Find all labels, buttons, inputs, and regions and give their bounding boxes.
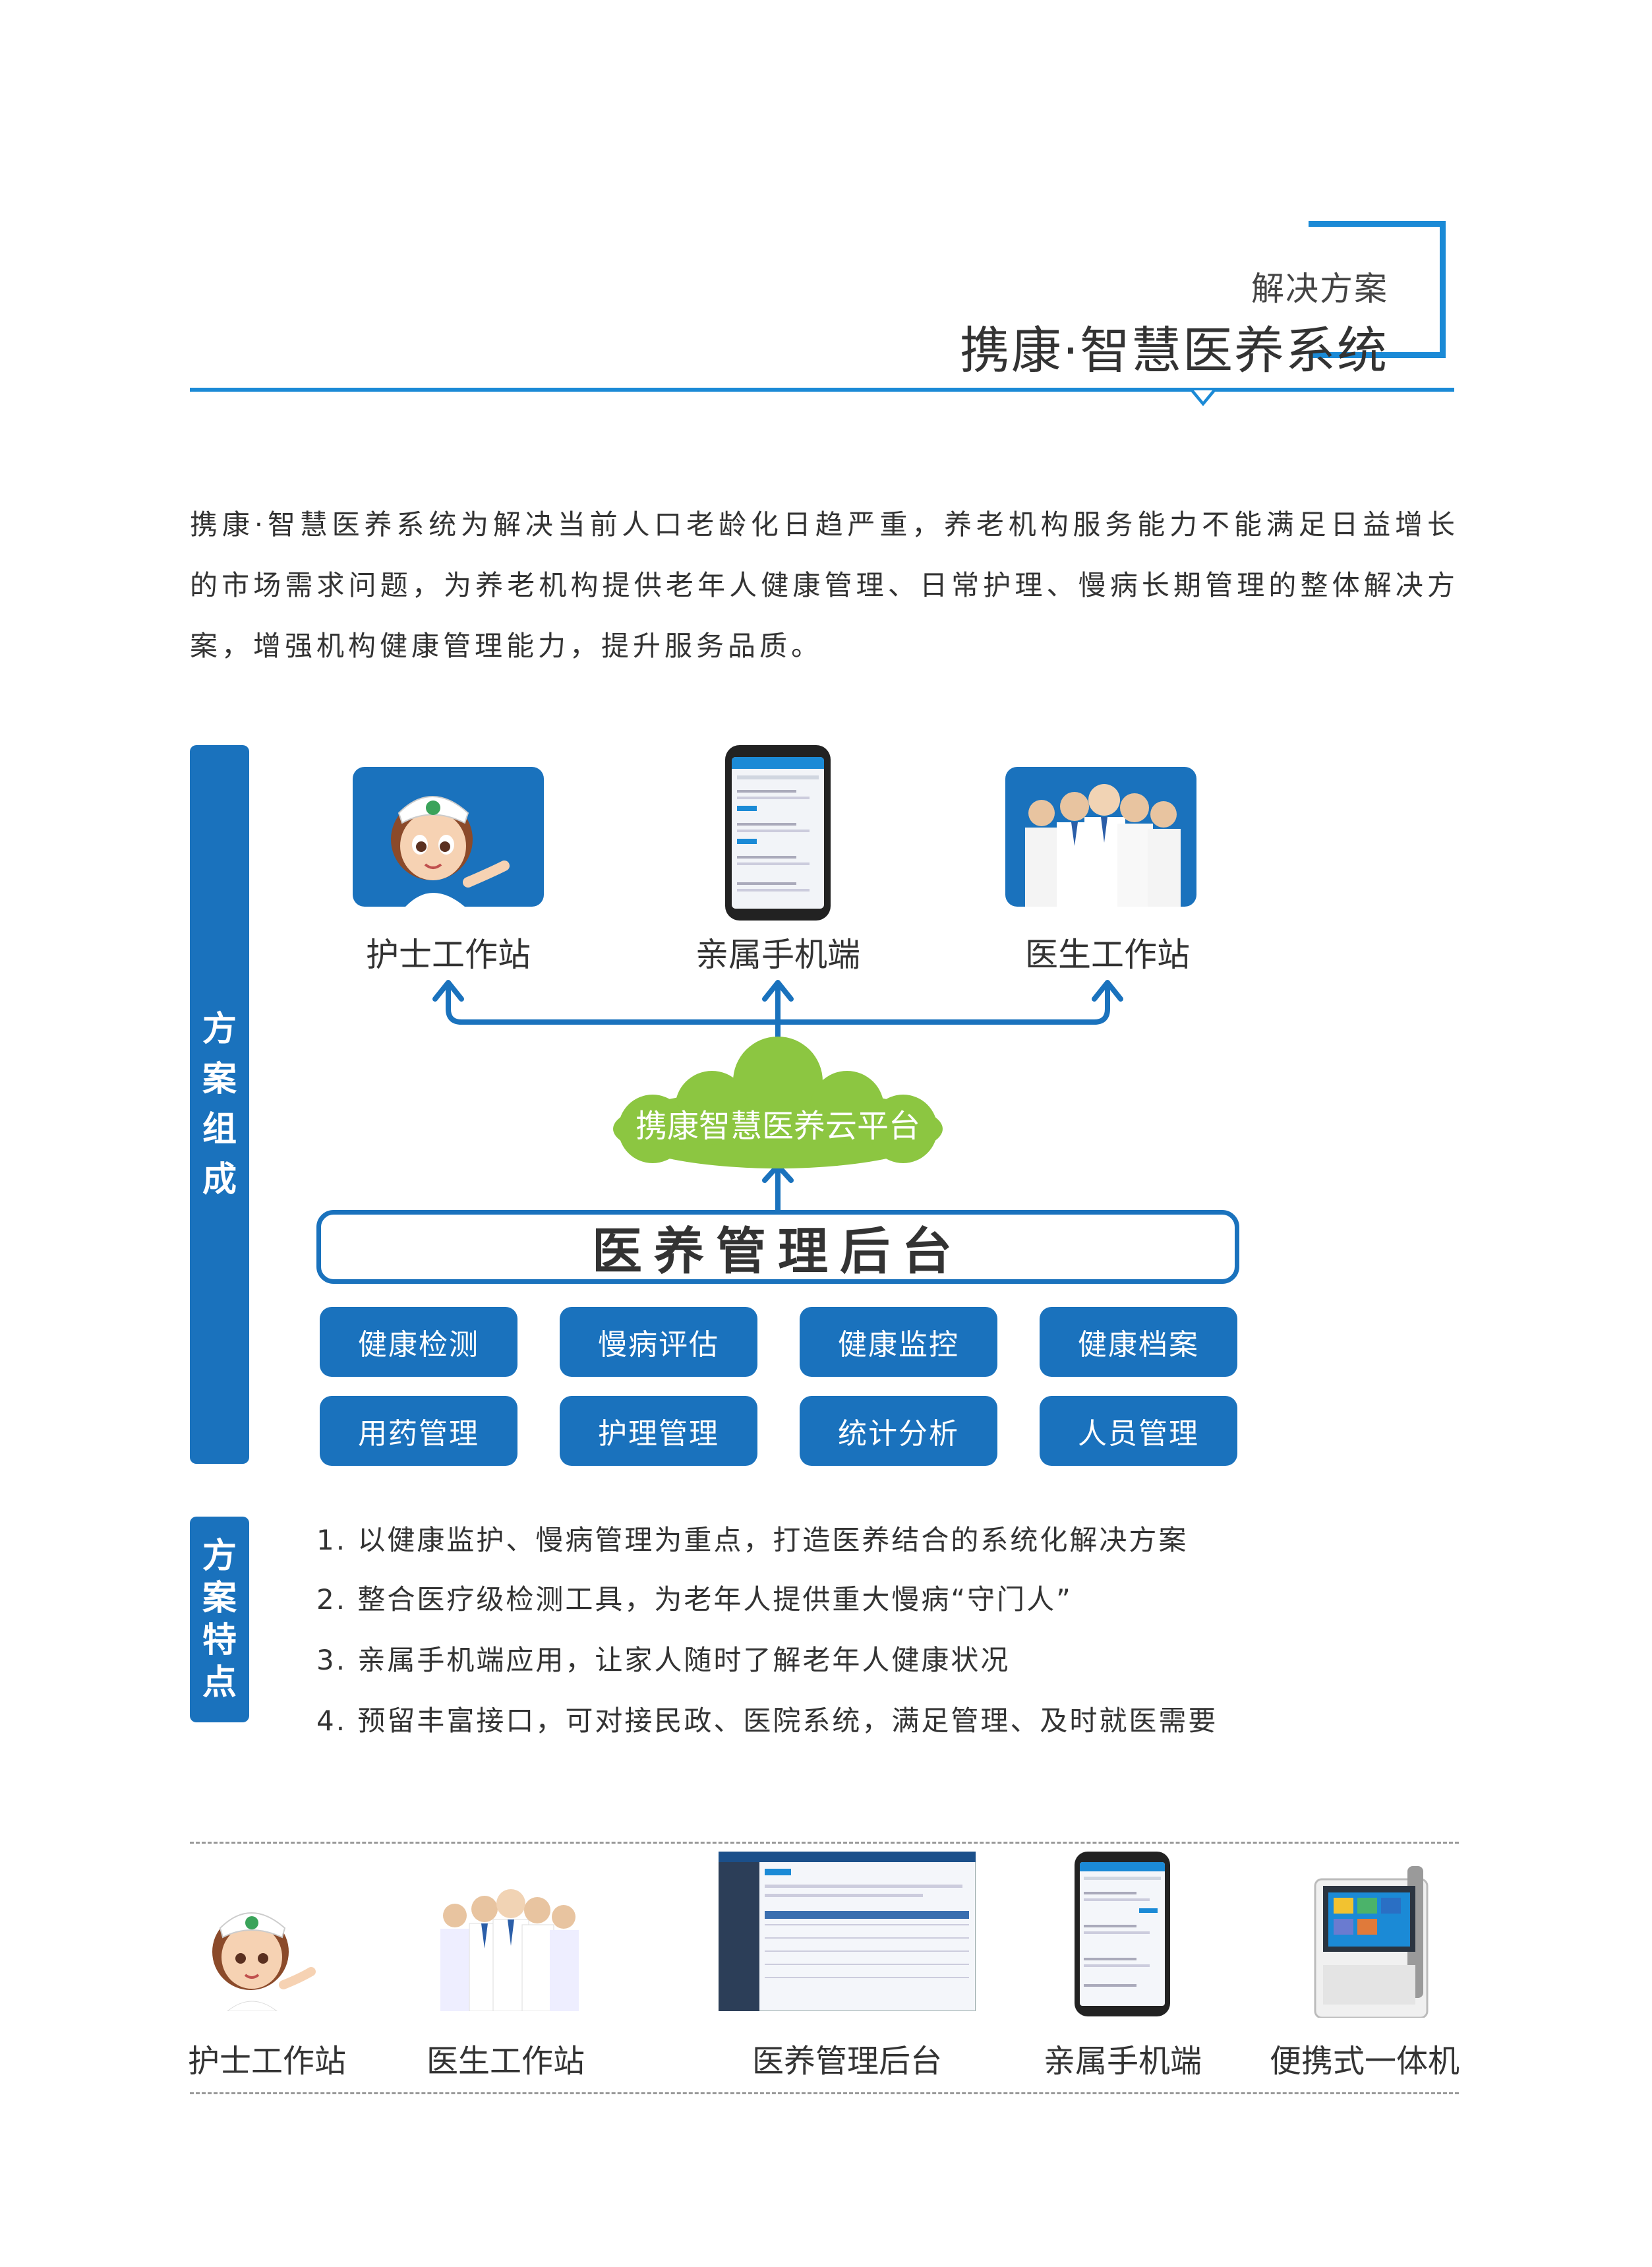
doctor-station-image xyxy=(1005,767,1196,907)
cloud-shape xyxy=(613,1037,943,1168)
product-label-nurse: 护士工作站 xyxy=(187,2043,346,2080)
product-label-admin: 医养管理后台 xyxy=(752,2043,942,2080)
module-staff: 人员管理 xyxy=(1040,1396,1237,1466)
intro-paragraph: 携康·智慧医养系统为解决当前人口老龄化日趋严重，养老机构服务能力不能满足日益增长… xyxy=(190,508,1459,662)
nurse-station-image xyxy=(353,767,544,907)
product-label-kiosk: 便携式一体机 xyxy=(1269,2043,1460,2080)
module-medication: 用药管理 xyxy=(320,1396,517,1466)
nurse-product-image xyxy=(212,1912,316,2011)
admin-screenshot-image xyxy=(719,1852,976,2011)
divider-top xyxy=(190,1842,1459,1844)
portable-kiosk-image xyxy=(1314,1866,1429,2018)
family-mobile-label: 亲属手机端 xyxy=(695,936,860,974)
module-nursing: 护理管理 xyxy=(560,1396,757,1466)
module-chronic-assess: 慢病评估 xyxy=(560,1307,757,1377)
features-side-label: 方 案 特 点 xyxy=(190,1517,249,1722)
header-divider xyxy=(190,388,1454,392)
header-bracket xyxy=(1309,221,1446,358)
flow-arrows xyxy=(432,980,1123,1213)
feature-item: 2. 整合医疗级检测工具，为老年人提供重大慢病“守门人” xyxy=(316,1583,1073,1616)
doctor-product-image xyxy=(440,1889,579,2011)
divider-bottom xyxy=(190,2092,1459,2094)
module-statistics: 统计分析 xyxy=(800,1396,997,1466)
product-label-family: 亲属手机端 xyxy=(1043,2043,1202,2080)
header-subtitle: 解决方案 xyxy=(1251,270,1388,308)
nurse-station-label: 护士工作站 xyxy=(366,936,531,974)
feature-item: 1. 以健康监护、慢病管理为重点，打造医养结合的系统化解决方案 xyxy=(316,1524,1189,1556)
module-health-records: 健康档案 xyxy=(1040,1307,1237,1377)
feature-item: 3. 亲属手机端应用，让家人随时了解老年人健康状况 xyxy=(316,1644,1011,1676)
admin-backend-box: 医养管理后台 xyxy=(316,1210,1239,1284)
module-health-monitor: 健康监控 xyxy=(800,1307,997,1377)
product-label-doctor: 医生工作站 xyxy=(426,2043,585,2080)
page-title: 携康·智慧医养系统 xyxy=(959,321,1388,380)
family-phone-image xyxy=(1075,1852,1170,2016)
doctor-station-label: 医生工作站 xyxy=(1025,936,1190,974)
composition-side-label: 方 案 组 成 xyxy=(190,745,249,1464)
cloud-platform-label: 携康智慧医养云平台 xyxy=(635,1108,920,1145)
phone-image xyxy=(725,745,831,921)
feature-item: 4. 预留丰富接口，可对接民政、医院系统，满足管理、及时就医需要 xyxy=(316,1705,1218,1737)
module-health-test: 健康检测 xyxy=(320,1307,517,1377)
